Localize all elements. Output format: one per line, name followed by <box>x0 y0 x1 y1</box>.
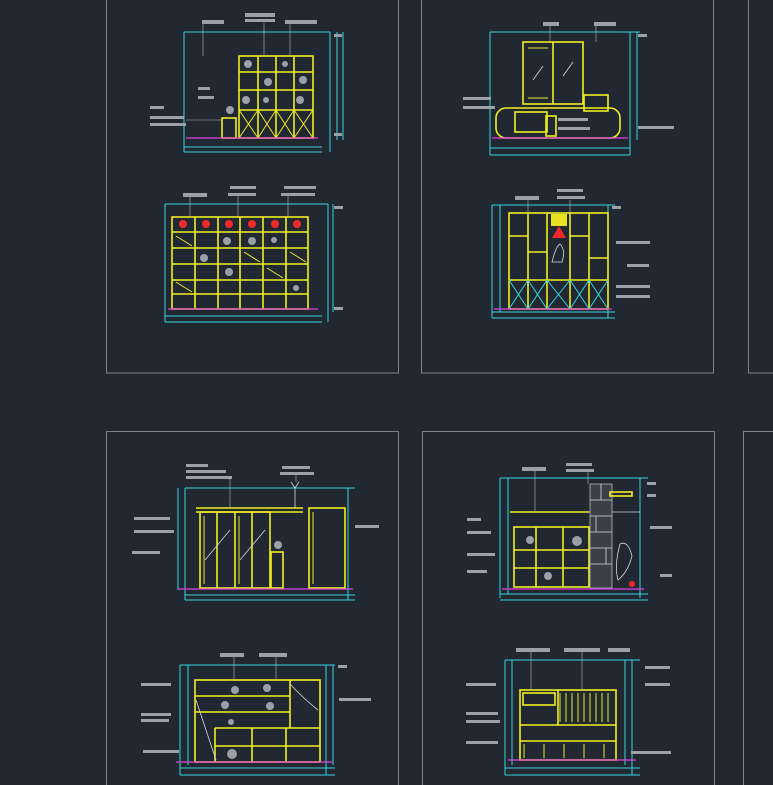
sheet-frame-top-left <box>106 0 399 374</box>
elevation-6 <box>467 463 672 601</box>
elevation-3 <box>463 22 674 156</box>
sheet-frame-bottom-right <box>743 431 773 785</box>
elevation-8 <box>466 648 671 776</box>
elevation-5 <box>132 464 379 601</box>
sheet-frame-top-right <box>748 0 773 374</box>
elevation-7 <box>141 653 371 776</box>
elevation-1 <box>150 13 344 153</box>
elevation-2 <box>164 186 343 323</box>
sheet-frame-bottom-left <box>106 431 399 785</box>
sheet-frame-top-center <box>421 0 714 374</box>
elevation-4 <box>491 189 650 319</box>
sheet-frame-bottom-center <box>422 431 715 785</box>
